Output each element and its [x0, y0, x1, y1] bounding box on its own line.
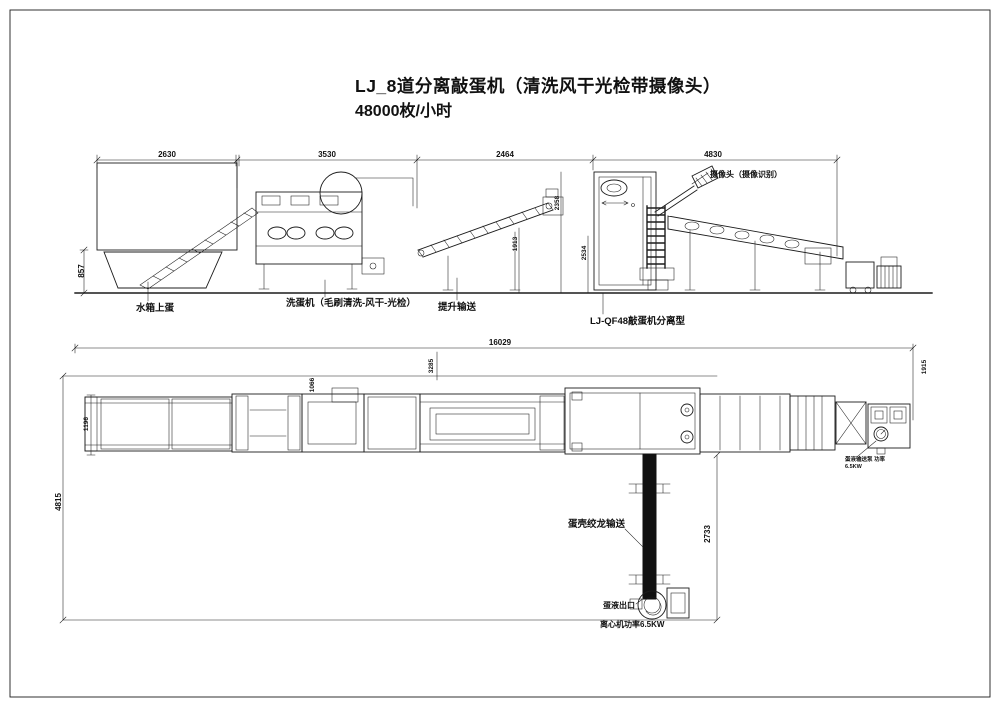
- page-title: LJ_8道分离敲蛋机（清洗风干光检带摄像头）: [355, 76, 721, 96]
- dim-1915: 1915: [921, 359, 928, 374]
- dim-3285: 3285: [428, 358, 435, 373]
- light-check-plan: [419, 393, 566, 453]
- shell-auger-conveyor: 蛋壳绞龙输送: [568, 453, 671, 600]
- label-pump-line1: 蛋液输送泵 功率: [845, 455, 886, 463]
- pump-cart: [845, 256, 902, 294]
- elevator-conveyor: 提升输送 1913 2358: [417, 171, 564, 313]
- plan-dimension-overall: 16029 3285 1915 1066: [71, 338, 928, 421]
- label-auger: 蛋壳绞龙输送: [568, 518, 626, 530]
- dim-1196: 1196: [83, 417, 90, 431]
- dim-2534: 2534: [581, 245, 588, 260]
- plan-enclosure: 4815 2733 1196: [54, 372, 721, 624]
- dim-16029: 16029: [489, 338, 512, 347]
- dim-2630: 2630: [158, 150, 176, 159]
- plan-view: 16029 3285 1915 1066 4815 2733 1196: [54, 338, 928, 629]
- side-view: 2630 3530 2464 4830 857 水箱上蛋: [74, 150, 933, 327]
- transfer-section-plan: [301, 387, 365, 453]
- label-pump-line2: 6.5KW: [845, 464, 863, 470]
- dim-1913: 1913: [512, 236, 519, 251]
- plan-machine-train: 蛋液输送泵 功率 6.5KW: [84, 387, 911, 470]
- camera-icon: [691, 165, 719, 189]
- title-block: LJ_8道分离敲蛋机（清洗风干光检带摄像头） 48000枚/小时: [355, 76, 721, 120]
- washer-machine: 洗蛋机（毛刷清洗-风干-光检）: [255, 171, 416, 309]
- dim-2733: 2733: [703, 525, 712, 543]
- label-egg-outlet: 蛋液出口: [603, 600, 635, 610]
- discharge-conveyor: [667, 215, 844, 291]
- label-centrifuge-power: 离心机功率6.5KW: [600, 619, 665, 629]
- pressure-gauge-icon: [873, 426, 889, 442]
- label-washer: 洗蛋机（毛刷清洗-风干-光检）: [286, 297, 416, 309]
- dim-2358: 2358: [554, 195, 561, 210]
- camera-device: 摄像头（摄像识别）: [654, 165, 782, 217]
- centrifuge: 蛋液出口 离心机功率6.5KW: [600, 587, 690, 629]
- egg-breaker-machine: 2534 LJ-QF48敲蛋机分离型: [581, 171, 686, 327]
- side-dimension-chain: 2630 3530 2464 4830: [93, 150, 841, 257]
- infeed-accumulator: [84, 396, 233, 452]
- auger-leader: [624, 528, 644, 548]
- camera-leader: [691, 172, 709, 185]
- dryer-fan-housing: [319, 171, 363, 215]
- water-tank-loader: 857 水箱上蛋: [77, 162, 259, 314]
- pump-unit-plan: 蛋液输送泵 功率 6.5KW: [845, 403, 911, 470]
- page-subtitle: 48000枚/小时: [355, 101, 452, 120]
- dim-3530: 3530: [318, 150, 336, 159]
- label-elevator: 提升输送: [438, 301, 477, 313]
- dim-4830: 4830: [704, 150, 722, 159]
- egg-outlet-leader: [635, 597, 645, 605]
- dim-857: 857: [77, 264, 86, 278]
- label-camera: 摄像头（摄像识别）: [710, 169, 782, 179]
- page-border: [9, 9, 991, 698]
- label-water-tank: 水箱上蛋: [136, 302, 175, 314]
- pump-leader: [857, 440, 877, 457]
- outfeed-conveyor-plan: [699, 393, 867, 453]
- breaker-plan: [564, 387, 701, 455]
- washer-plan: [231, 393, 303, 453]
- dim-1066: 1066: [309, 377, 316, 392]
- label-breaker: LJ-QF48敲蛋机分离型: [590, 315, 686, 327]
- dim-2464: 2464: [496, 150, 514, 159]
- dryer-plan: [363, 393, 421, 453]
- dim-4815: 4815: [54, 493, 63, 511]
